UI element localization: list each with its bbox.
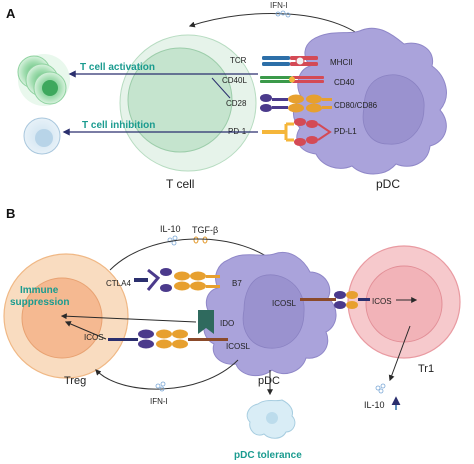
pdc-label-a: pDC <box>376 177 400 191</box>
treg-label: Treg <box>64 375 86 387</box>
tgfb-molecules <box>193 236 208 244</box>
il10-label-top: IL-10 <box>160 224 181 234</box>
label-cd28: CD28 <box>226 99 247 108</box>
panel-b: B IL-10 TGF-β Immune suppression Treg pD… <box>3 206 461 461</box>
icosl-bottom-label: ICOSL <box>226 342 251 351</box>
ido-arrow <box>60 313 197 323</box>
panel-a: A IFN-I TCR CD40L CD28 <box>6 1 447 191</box>
pdc-nucleus-b <box>242 274 305 349</box>
panel-a-letter: A <box>6 6 16 21</box>
icos-icosl-complex-b <box>108 329 228 349</box>
b7-label: B7 <box>232 279 242 288</box>
ifn-label-top: IFN-I <box>270 1 288 10</box>
inhibited-t-cell <box>23 117 61 155</box>
t-cell-large <box>119 34 257 172</box>
ido-enzyme <box>198 310 214 334</box>
ido-label: IDO <box>220 319 234 328</box>
icos-arrow-to-treg <box>64 321 107 340</box>
pdc-tolerance-label: pDC tolerance <box>234 450 302 461</box>
activated-t-cells <box>17 54 70 106</box>
ifn-molecules-bottom <box>155 381 166 392</box>
label-cd40: CD40 <box>334 78 355 87</box>
cd40l-cd40-complex <box>260 76 324 83</box>
tolerant-pdc-nucleus <box>266 412 278 424</box>
ifn-label-bottom: IFN-I <box>150 397 168 406</box>
icos-tr1-label: ICOS <box>372 297 392 306</box>
immune-suppression-line1: Immune <box>20 285 59 296</box>
ifn-molecules-top <box>275 10 291 18</box>
il10-tr1-label: IL-10 <box>364 400 385 410</box>
pdc-nucleus-a <box>362 74 425 145</box>
tcr-mhcii-complex <box>262 56 318 66</box>
t-cell-inhibition-label: T cell inhibition <box>82 120 155 131</box>
ctla4-b7-complex <box>134 268 220 292</box>
ctla4-label: CTLA4 <box>106 279 131 288</box>
t-cell-label: T cell <box>166 177 194 191</box>
icos-left-label: ICOS <box>84 333 104 342</box>
t-cell-activation-label: T cell activation <box>80 62 155 73</box>
tr1-cell <box>347 245 461 359</box>
pd1-pdl1-complex <box>262 118 332 146</box>
label-cd40l: CD40L <box>222 76 247 85</box>
activation-arrow-2 <box>211 77 231 99</box>
cd28-cd80-complex <box>260 94 332 113</box>
il10-molecules-tr1 <box>375 383 386 394</box>
tgfb-label: TGF-β <box>192 225 218 235</box>
pdc-label-b: pDC <box>258 375 280 387</box>
icosl-icos-complex-tr1 <box>300 291 370 309</box>
icosl-pdc-label: ICOSL <box>272 299 297 308</box>
tr1-il10-arrow <box>388 325 411 382</box>
panel-b-letter: B <box>6 206 15 221</box>
immune-suppression-line2: suppression <box>10 297 69 308</box>
bottom-arc-arrow-b <box>95 359 239 390</box>
tr1-label: Tr1 <box>418 363 434 375</box>
label-pdl1: PD-L1 <box>334 127 357 136</box>
label-cd80-cd86: CD80/CD86 <box>334 101 378 110</box>
label-mhcii: MHCII <box>330 58 353 67</box>
label-tcr: TCR <box>230 56 247 65</box>
